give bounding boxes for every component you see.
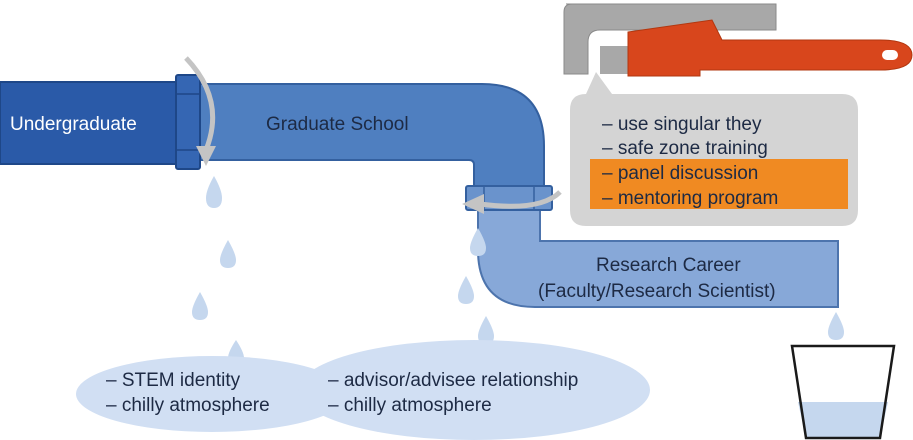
water-drop-icon xyxy=(206,176,222,208)
intervention-item: – safe zone training xyxy=(602,138,768,159)
water-drop-icon xyxy=(220,240,236,268)
research-career-sublabel: (Faculty/Research Scientist) xyxy=(538,281,776,302)
leak-cause-left-2: – chilly atmosphere xyxy=(106,395,270,416)
water-drop-icon xyxy=(828,312,844,340)
research-career-label: Research Career xyxy=(596,255,741,276)
pipeline xyxy=(0,74,839,308)
leak-cloud-right xyxy=(298,340,650,440)
undergraduate-label: Undergraduate xyxy=(10,114,137,135)
rotation-arrow-icon xyxy=(184,56,216,166)
intervention-item: – panel discussion xyxy=(602,163,758,184)
wrench-icon xyxy=(563,3,913,77)
water-drop-icon xyxy=(192,292,208,320)
undergraduate-pipe xyxy=(0,81,181,165)
glass-icon xyxy=(790,344,896,440)
leak-cause-right-2: – chilly atmosphere xyxy=(328,395,492,416)
rotation-arrow-icon xyxy=(462,190,562,214)
pipe-coupling-1 xyxy=(175,74,201,170)
leak-cause-left-1: – STEM identity xyxy=(106,370,241,391)
water-drop-icon xyxy=(470,228,486,256)
interventions-bubble: – use singular they – safe zone training… xyxy=(570,72,858,226)
intervention-item: – mentoring program xyxy=(602,188,778,209)
leak-cause-right-1: – advisor/advisee relationship xyxy=(328,370,578,391)
water-drop-icon xyxy=(458,276,474,304)
water-drop-icon xyxy=(478,316,494,344)
highlight-panel-discussion xyxy=(590,159,848,184)
intervention-item: – use singular they xyxy=(602,114,762,135)
leak-cloud-left xyxy=(76,356,348,432)
graduate-school-label: Graduate School xyxy=(266,114,409,135)
highlight-mentoring-program xyxy=(590,184,848,209)
grad-school-pipe xyxy=(197,83,545,191)
career-pipe xyxy=(477,204,839,308)
